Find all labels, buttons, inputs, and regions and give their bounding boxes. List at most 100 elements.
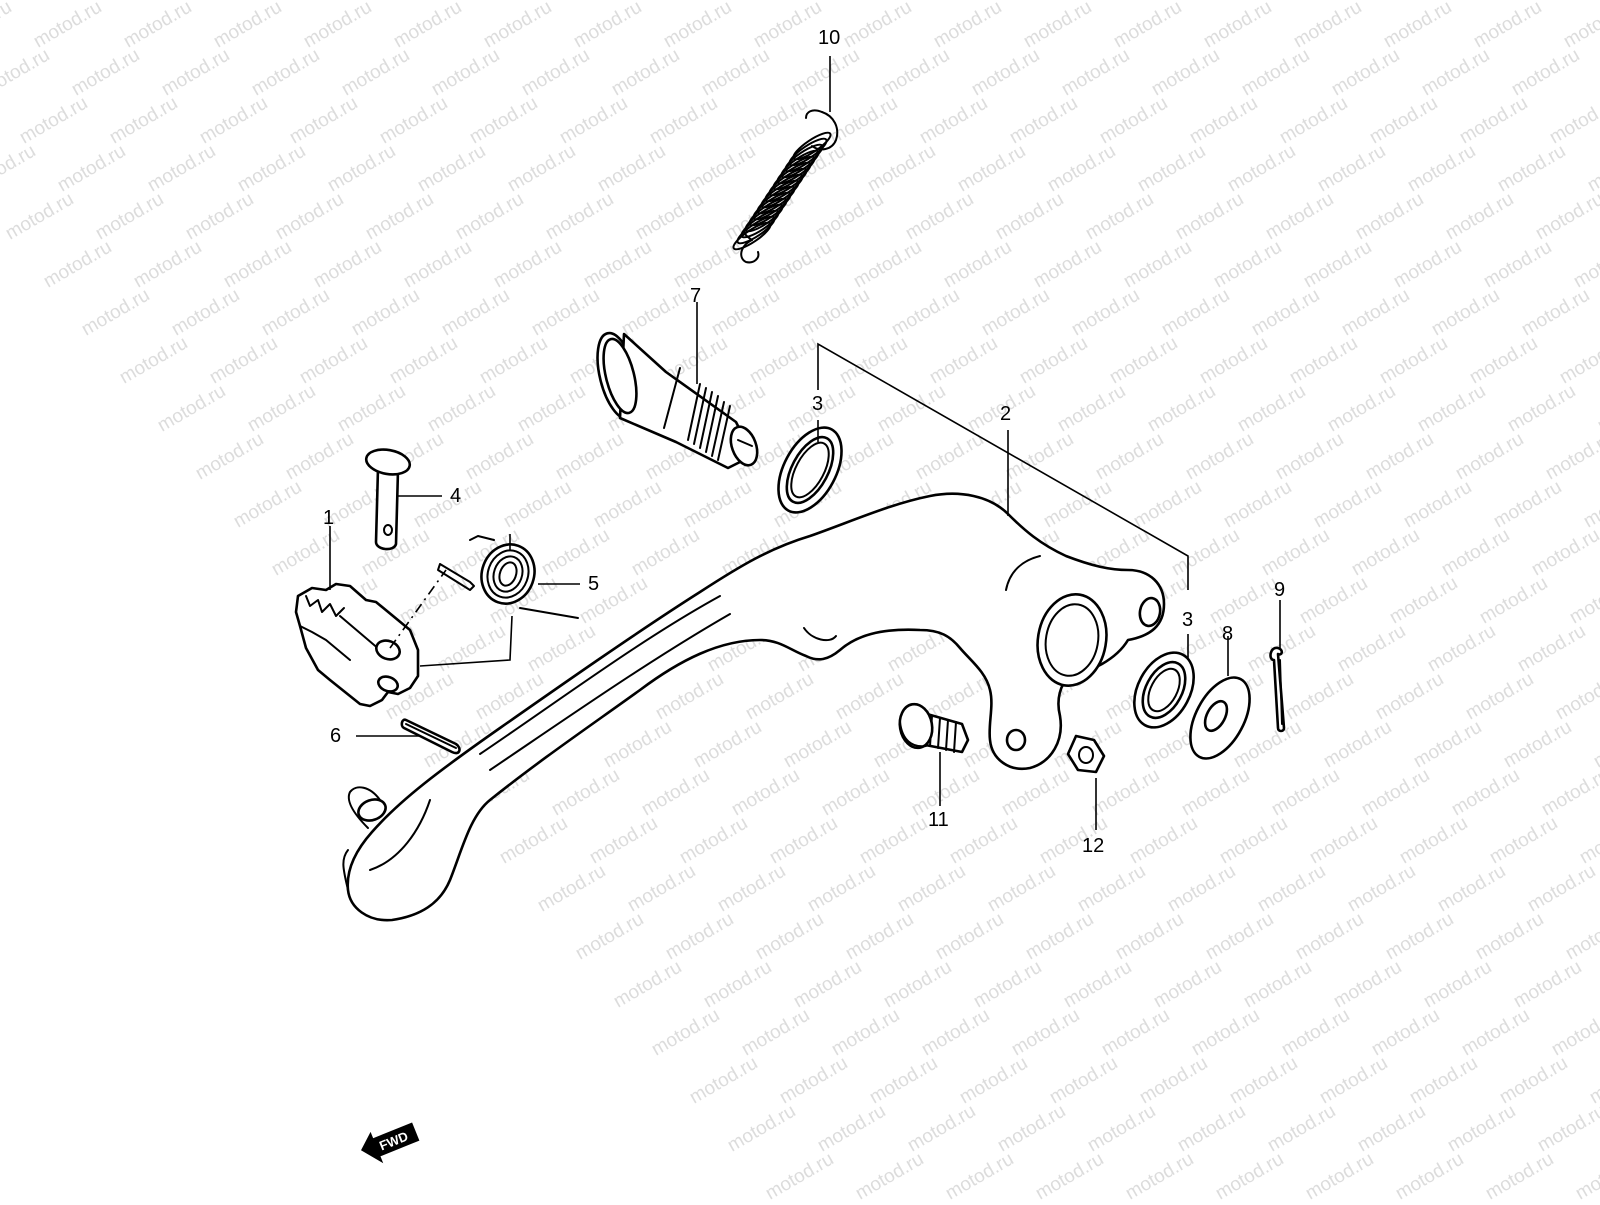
watermark-text: motod.ru (762, 1149, 837, 1200)
watermark-text: motod.ru (1406, 1053, 1481, 1109)
watermark-text: motod.ru (438, 285, 513, 341)
watermark-text: motod.ru (1494, 141, 1569, 197)
callout-3-lower: 3 (1182, 609, 1193, 631)
watermark-text: motod.ru (690, 717, 765, 773)
watermark-text: motod.ru (1106, 333, 1181, 389)
watermark-text: motod.ru (286, 93, 361, 149)
watermark-text: motod.ru (54, 141, 129, 197)
watermark-text: motod.ru (580, 237, 655, 293)
watermark-text: motod.ru (742, 669, 817, 725)
watermark-text: motod.ru (1320, 717, 1395, 773)
watermark-text: motod.ru (1254, 861, 1329, 917)
watermark-text: motod.ru (1542, 429, 1600, 485)
callout-8: 8 (1222, 623, 1233, 645)
watermark-text: motod.ru (1438, 525, 1513, 581)
watermark-text: motod.ru (1442, 189, 1517, 245)
watermark-text: motod.ru (116, 333, 191, 389)
watermark-text: motod.ru (968, 45, 1043, 101)
watermark-text: motod.ru (1302, 1149, 1377, 1200)
watermark-text: motod.ru (1428, 285, 1503, 341)
watermark-text: motod.ru (946, 813, 1021, 869)
watermark-text: motod.ru (1594, 381, 1600, 437)
watermark-text: motod.ru (376, 93, 451, 149)
spring-coil (732, 221, 772, 251)
watermark-text: motod.ru (1264, 1101, 1339, 1157)
watermark-text: motod.ru (1334, 621, 1409, 677)
watermark-text: motod.ru (1238, 45, 1313, 101)
watermark-text: motod.ru (752, 909, 827, 965)
watermark-text: motod.ru (1566, 573, 1600, 629)
watermark-text: motod.ru (1150, 957, 1225, 1013)
watermark-text: motod.ru (220, 237, 295, 293)
watermark-text: motod.ru (1444, 1101, 1519, 1157)
watermark-text: motod.ru (1210, 237, 1285, 293)
watermark-text: motod.ru (428, 45, 503, 101)
watermark-text: motod.ru (888, 285, 963, 341)
watermark-text: motod.ru (984, 861, 1059, 917)
watermark-text: motod.ru (1306, 813, 1381, 869)
watermark-text: motod.ru (814, 1101, 889, 1157)
watermark-text: motod.ru (1030, 237, 1105, 293)
watermark-text: motod.ru (192, 429, 267, 485)
callout-10: 10 (818, 27, 840, 49)
watermark-text: motod.ru (1390, 237, 1465, 293)
pivot-bolt-part-7 (596, 331, 759, 470)
watermark-text: motod.ru (528, 285, 603, 341)
watermark-text: motod.ru (1584, 141, 1600, 197)
watermark-text: motod.ru (1458, 1005, 1533, 1061)
watermark-text: motod.ru (880, 957, 955, 1013)
watermark-text: motod.ru (0, 45, 53, 101)
watermark-text: motod.ru (970, 957, 1045, 1013)
watermark-text: motod.ru (1358, 765, 1433, 821)
watermark-text: motod.ru (856, 813, 931, 869)
watermark-text: motod.ru (168, 285, 243, 341)
watermark-text: motod.ru (646, 93, 721, 149)
watermark-text: motod.ru (1220, 477, 1295, 533)
watermark-text: motod.ru (324, 141, 399, 197)
watermark-text: motod.ru (1272, 429, 1347, 485)
watermark-text: motod.ru (998, 765, 1073, 821)
watermark-text: motod.ru (1562, 909, 1600, 965)
watermark-text: motod.ru (714, 861, 789, 917)
watermark-text: motod.ru (1514, 621, 1589, 677)
watermark-text: motod.ru (1508, 45, 1583, 101)
watermark-text: motod.ru (852, 1149, 927, 1200)
watermark-text: motod.ru (1532, 189, 1600, 245)
watermark-text: motod.ru (244, 381, 319, 437)
watermark-text: motod.ru (850, 237, 925, 293)
watermark-text: motod.ru (1234, 381, 1309, 437)
nut-part-12 (1066, 734, 1106, 774)
watermark-text: motod.ru (0, 141, 39, 197)
watermark-text: motod.ru (1074, 861, 1149, 917)
watermark-text: motod.ru (1058, 45, 1133, 101)
cotter-pin-part-9 (1269, 646, 1286, 733)
watermark-text: motod.ru (600, 717, 675, 773)
watermark-text: motod.ru (1330, 957, 1405, 1013)
washer-part-8 (1189, 676, 1251, 760)
watermark-text: motod.ru (1168, 525, 1243, 581)
watermark-text: motod.ru (518, 45, 593, 101)
watermark-text: motod.ru (504, 141, 579, 197)
watermark-text: motod.ru (724, 1101, 799, 1157)
watermark-text: motod.ru (1546, 93, 1600, 149)
watermark-text: motod.ru (760, 237, 835, 293)
watermark-text: motod.ru (1182, 429, 1257, 485)
watermark-text: motod.ru (206, 333, 281, 389)
callout-12: 12 (1082, 835, 1104, 857)
watermark-text: motod.ru (1324, 381, 1399, 437)
watermark-text: motod.ru (1112, 909, 1187, 965)
watermark-text: motod.ru (776, 1053, 851, 1109)
watermark-text: motod.ru (978, 285, 1053, 341)
watermark-text: motod.ru (728, 765, 803, 821)
watermark-text: motod.ru (282, 429, 357, 485)
watermark-text: motod.ru (1316, 1053, 1391, 1109)
watermark-text: motod.ru (1352, 189, 1427, 245)
watermark-text: motod.ru (1278, 1005, 1353, 1061)
watermark-text: motod.ru (434, 621, 509, 677)
watermark-text: motod.ru (956, 1053, 1031, 1109)
watermark-text: motod.ru (1452, 429, 1527, 485)
watermark-text: motod.ru (1456, 93, 1531, 149)
watermark-text: motod.ru (466, 93, 541, 149)
watermark-text: motod.ru (1212, 1149, 1287, 1200)
